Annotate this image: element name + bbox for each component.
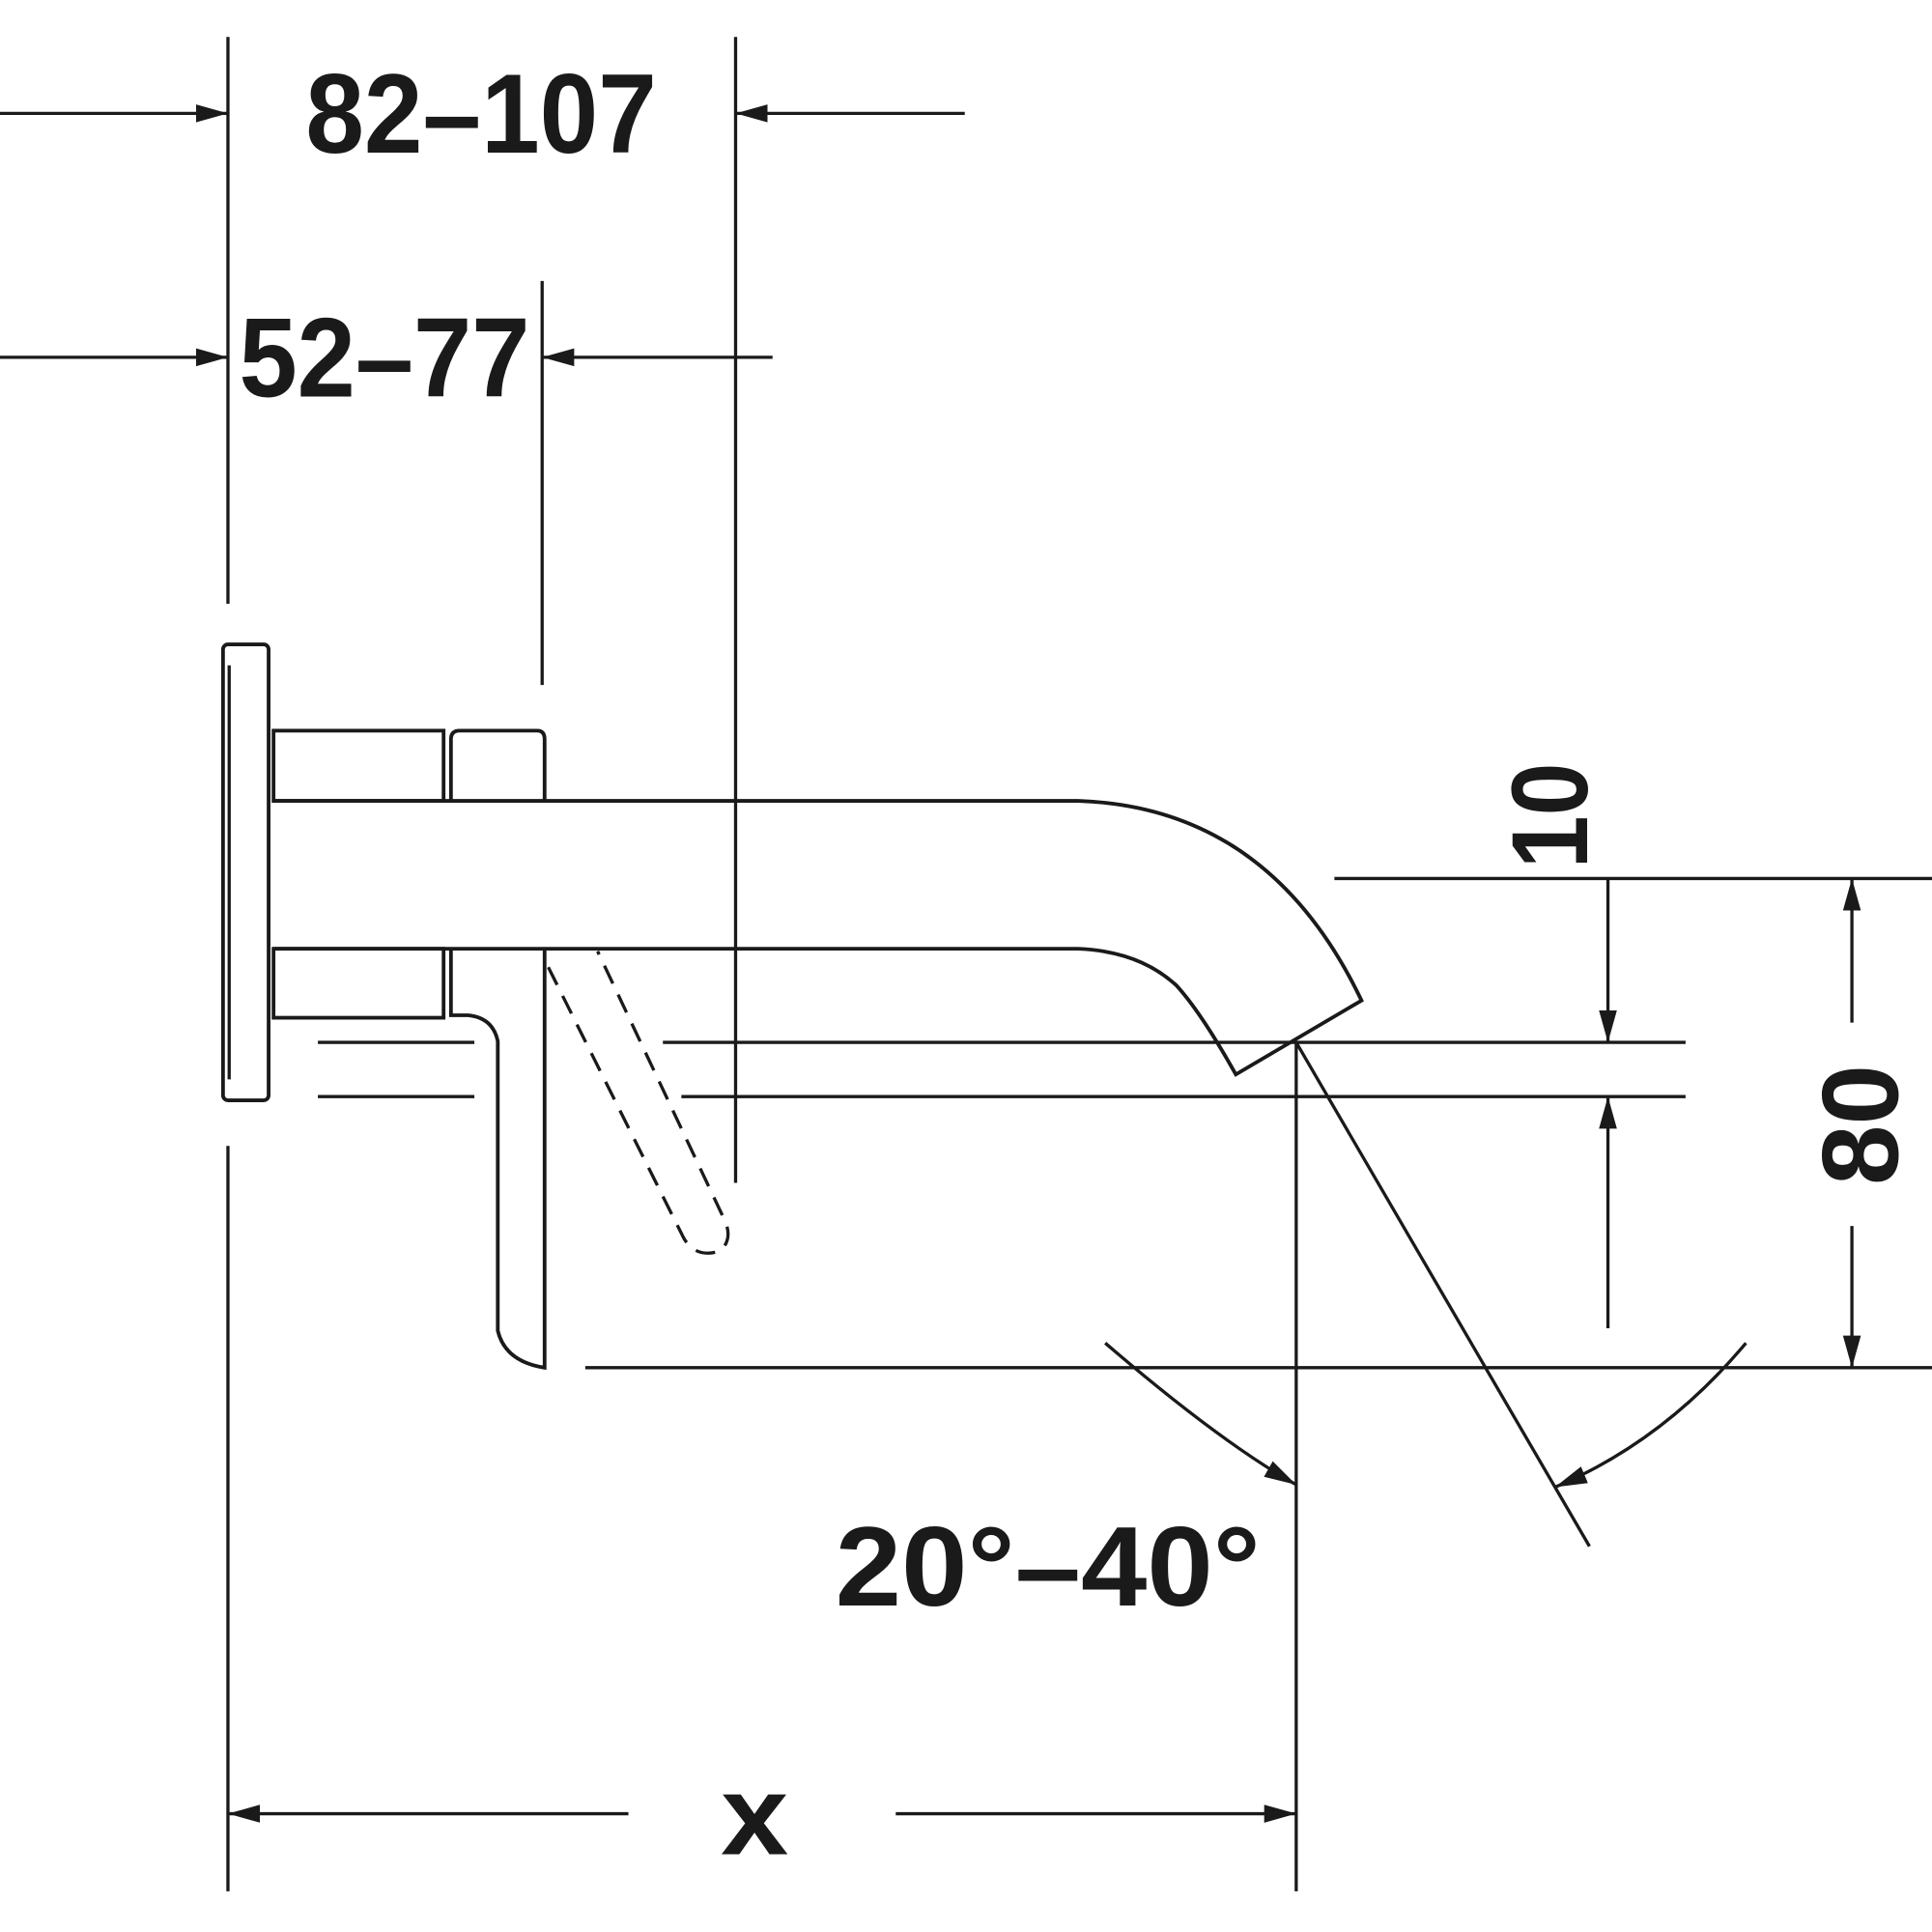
extension-lines	[226, 37, 1932, 1891]
dim-second-label: 52–77	[239, 295, 529, 421]
dim-top-label: 82–107	[305, 50, 657, 177]
dimension-52-77: 52–77	[0, 295, 773, 421]
dimension-x: x	[227, 1752, 1296, 1879]
dimension-angle: 20°–40°	[836, 1342, 1747, 1630]
lever-alternate-position	[547, 950, 730, 1255]
dim-gap-label: 10	[1489, 763, 1610, 869]
dim-projection-label: x	[721, 1752, 788, 1879]
faucet-body	[271, 728, 1364, 1077]
dimension-80: 80	[1799, 878, 1920, 1368]
dimension-10: 10	[1489, 763, 1617, 1328]
dim-angle-label: 20°–40°	[836, 1503, 1261, 1630]
dim-height-label: 80	[1799, 1065, 1920, 1185]
dimension-82-107: 82–107	[0, 50, 965, 177]
wall-plate	[220, 642, 270, 1102]
lever-handle	[448, 949, 547, 1371]
